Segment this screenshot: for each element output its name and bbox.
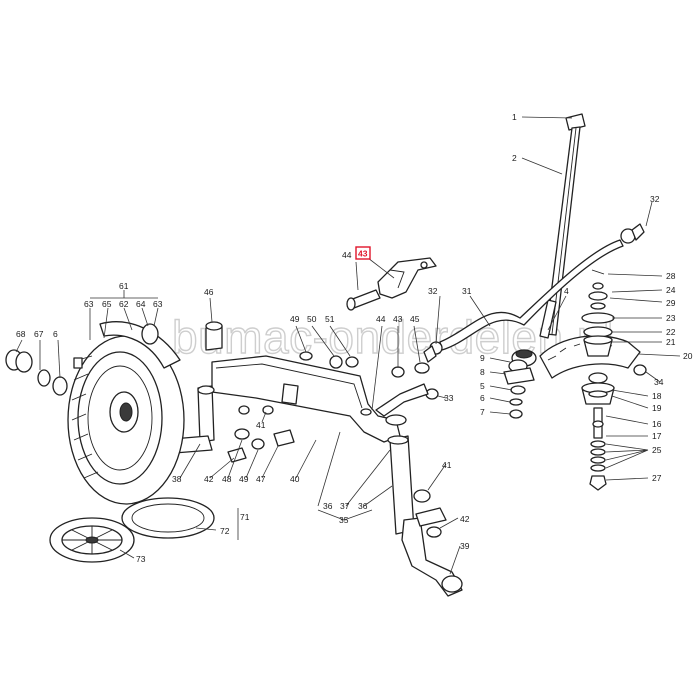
bracket-43 (346, 257, 437, 311)
label-part-8: 8 (480, 367, 485, 377)
label-part-20: 20 (683, 351, 693, 361)
hubcap-and-ring (49, 497, 215, 563)
label-part-6: 6 (480, 393, 485, 403)
label-part-18: 18 (652, 391, 662, 401)
label-part-40: 40 (290, 474, 300, 484)
label-part-24: 24 (666, 285, 676, 295)
label-part-17: 17 (652, 431, 662, 441)
highlight-box (355, 246, 371, 260)
label-part-5: 5 (480, 381, 485, 391)
label-part-66: 6 (53, 329, 58, 339)
label-part-72: 72 (220, 526, 230, 536)
label-part-31: 31 (462, 286, 472, 296)
label-part-63: 63 (84, 299, 94, 309)
label-part-39: 39 (460, 541, 470, 551)
label-part-23: 23 (666, 313, 676, 323)
part-labels: 1 2 32 44 43 28 24 29 23 22 21 20 34 18 … (16, 112, 693, 564)
label-part-1: 1 (512, 112, 517, 122)
label-part-29: 29 (666, 298, 676, 308)
label-part-46: 46 (204, 287, 214, 297)
label-part-37: 37 (340, 501, 350, 511)
label-part-50: 50 (307, 314, 317, 324)
label-part-43-lower: 43 (393, 314, 403, 324)
label-part-62: 62 (119, 299, 129, 309)
label-part-49-upper: 49 (290, 314, 300, 324)
leader-lines (15, 116, 681, 575)
label-part-27: 27 (652, 473, 662, 483)
right-spindle (387, 435, 463, 597)
label-part-48: 48 (222, 474, 232, 484)
label-part-36-right: 36 (358, 501, 368, 511)
label-part-45: 45 (410, 314, 420, 324)
label-part-32-lower: 32 (428, 286, 438, 296)
label-part-44-lower: 44 (376, 314, 386, 324)
label-part-67: 67 (34, 329, 44, 339)
label-part-63-right: 63 (153, 299, 163, 309)
label-part-28: 28 (666, 271, 676, 281)
label-part-35: 35 (339, 515, 349, 525)
label-part-47: 47 (256, 474, 266, 484)
label-part-9: 9 (480, 353, 485, 363)
label-part-49-lower: 49 (239, 474, 249, 484)
label-part-41-right: 41 (442, 460, 452, 470)
label-part-43-highlighted: 43 (358, 249, 368, 259)
label-part-73: 73 (136, 554, 146, 564)
label-part-42-right: 42 (460, 514, 470, 524)
label-part-34: 34 (654, 377, 664, 387)
label-part-42-left: 42 (204, 474, 214, 484)
label-part-21: 21 (666, 337, 676, 347)
label-part-2: 2 (512, 153, 517, 163)
label-part-32: 32 (650, 194, 660, 204)
label-part-4: 4 (564, 286, 569, 296)
label-part-51: 51 (325, 314, 335, 324)
label-part-19: 19 (652, 403, 662, 413)
label-part-16: 16 (652, 419, 662, 429)
spindle-stack (581, 269, 647, 491)
label-part-36-left: 36 (323, 501, 333, 511)
steering-sector (511, 335, 641, 379)
axle-pivot-parts (299, 351, 430, 417)
label-part-71: 71 (240, 512, 250, 522)
label-part-38: 38 (172, 474, 182, 484)
front-wheel (5, 321, 185, 505)
label-part-44: 44 (342, 250, 352, 260)
label-part-33: 33 (444, 393, 454, 403)
front-axle (211, 355, 407, 443)
label-part-41-left: 41 (256, 420, 266, 430)
label-part-25: 25 (652, 445, 662, 455)
label-part-65: 65 (102, 299, 112, 309)
steering-column (539, 113, 586, 339)
label-part-61: 61 (119, 281, 129, 291)
label-part-68: 68 (16, 329, 26, 339)
label-part-64: 64 (136, 299, 146, 309)
label-part-22: 22 (666, 327, 676, 337)
label-part-7: 7 (480, 407, 485, 417)
watermark-text: bumac-onderdelen.nl (172, 311, 614, 363)
